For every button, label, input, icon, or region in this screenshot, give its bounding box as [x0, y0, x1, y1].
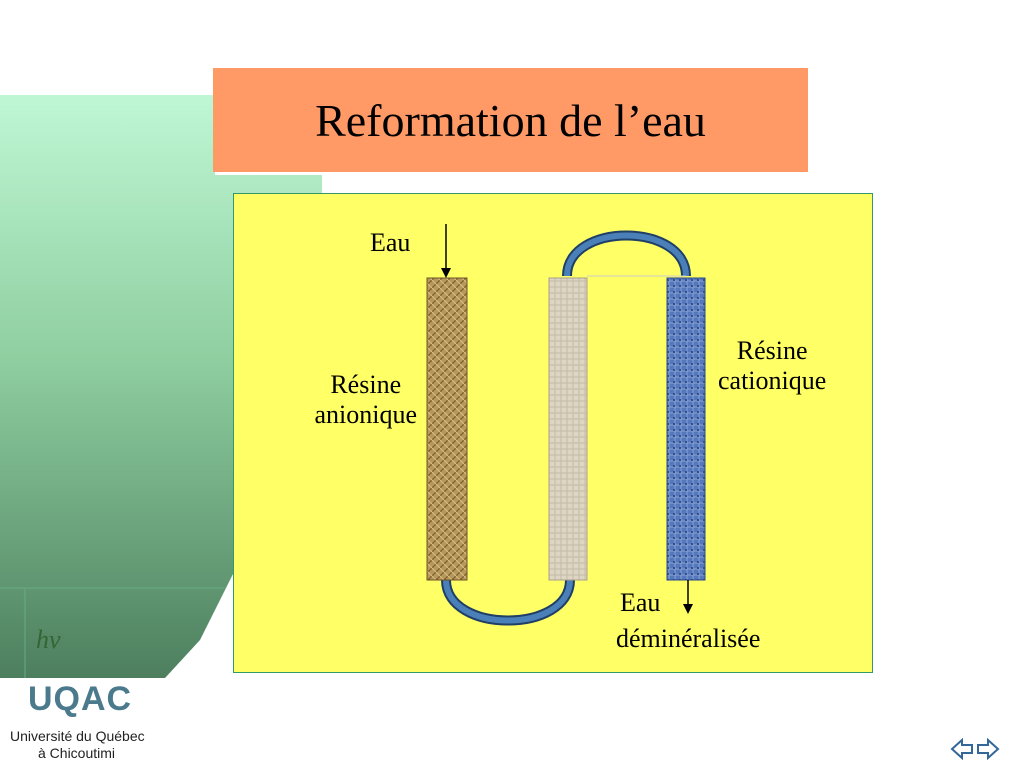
bottom-pipe — [441, 579, 575, 626]
left-right-arrows-icon[interactable] — [950, 735, 1000, 763]
anion-label-line-1: Résine — [330, 370, 402, 399]
middle-column — [548, 277, 588, 581]
anion-resin-column — [426, 277, 468, 581]
cation-resin-label: Résine cationique — [718, 336, 826, 396]
hv-symbol: hν — [36, 625, 61, 654]
demineralized-label: déminéralisée — [616, 624, 761, 653]
cation-label-line-2: cationique — [718, 366, 827, 395]
title-box: Reformation de l’eau — [213, 68, 808, 172]
anion-resin-label: Résine anionique — [314, 370, 417, 430]
top-pipe — [562, 230, 691, 277]
cation-resin-column — [666, 277, 706, 581]
side-decoration — [0, 95, 322, 678]
water-outlet-arrow — [683, 580, 693, 614]
anion-label-line-2: anionique — [314, 400, 417, 429]
uqac-logo — [0, 678, 178, 768]
logo-line-2: à Chicoutimi — [38, 745, 116, 761]
water-inlet-arrow — [441, 224, 451, 278]
water-in-label: Eau — [370, 228, 411, 257]
slide-title: Reformation de l’eau — [315, 94, 706, 146]
water-out-label: Eau — [620, 588, 661, 617]
logo-name: UQAC — [28, 680, 133, 718]
ion-exchange-diagram: Eau Résine anionique Résine cationique E… — [233, 193, 873, 673]
cation-label-line-1: Résine — [736, 336, 808, 365]
logo-line-1: Université du Québec — [10, 728, 145, 744]
